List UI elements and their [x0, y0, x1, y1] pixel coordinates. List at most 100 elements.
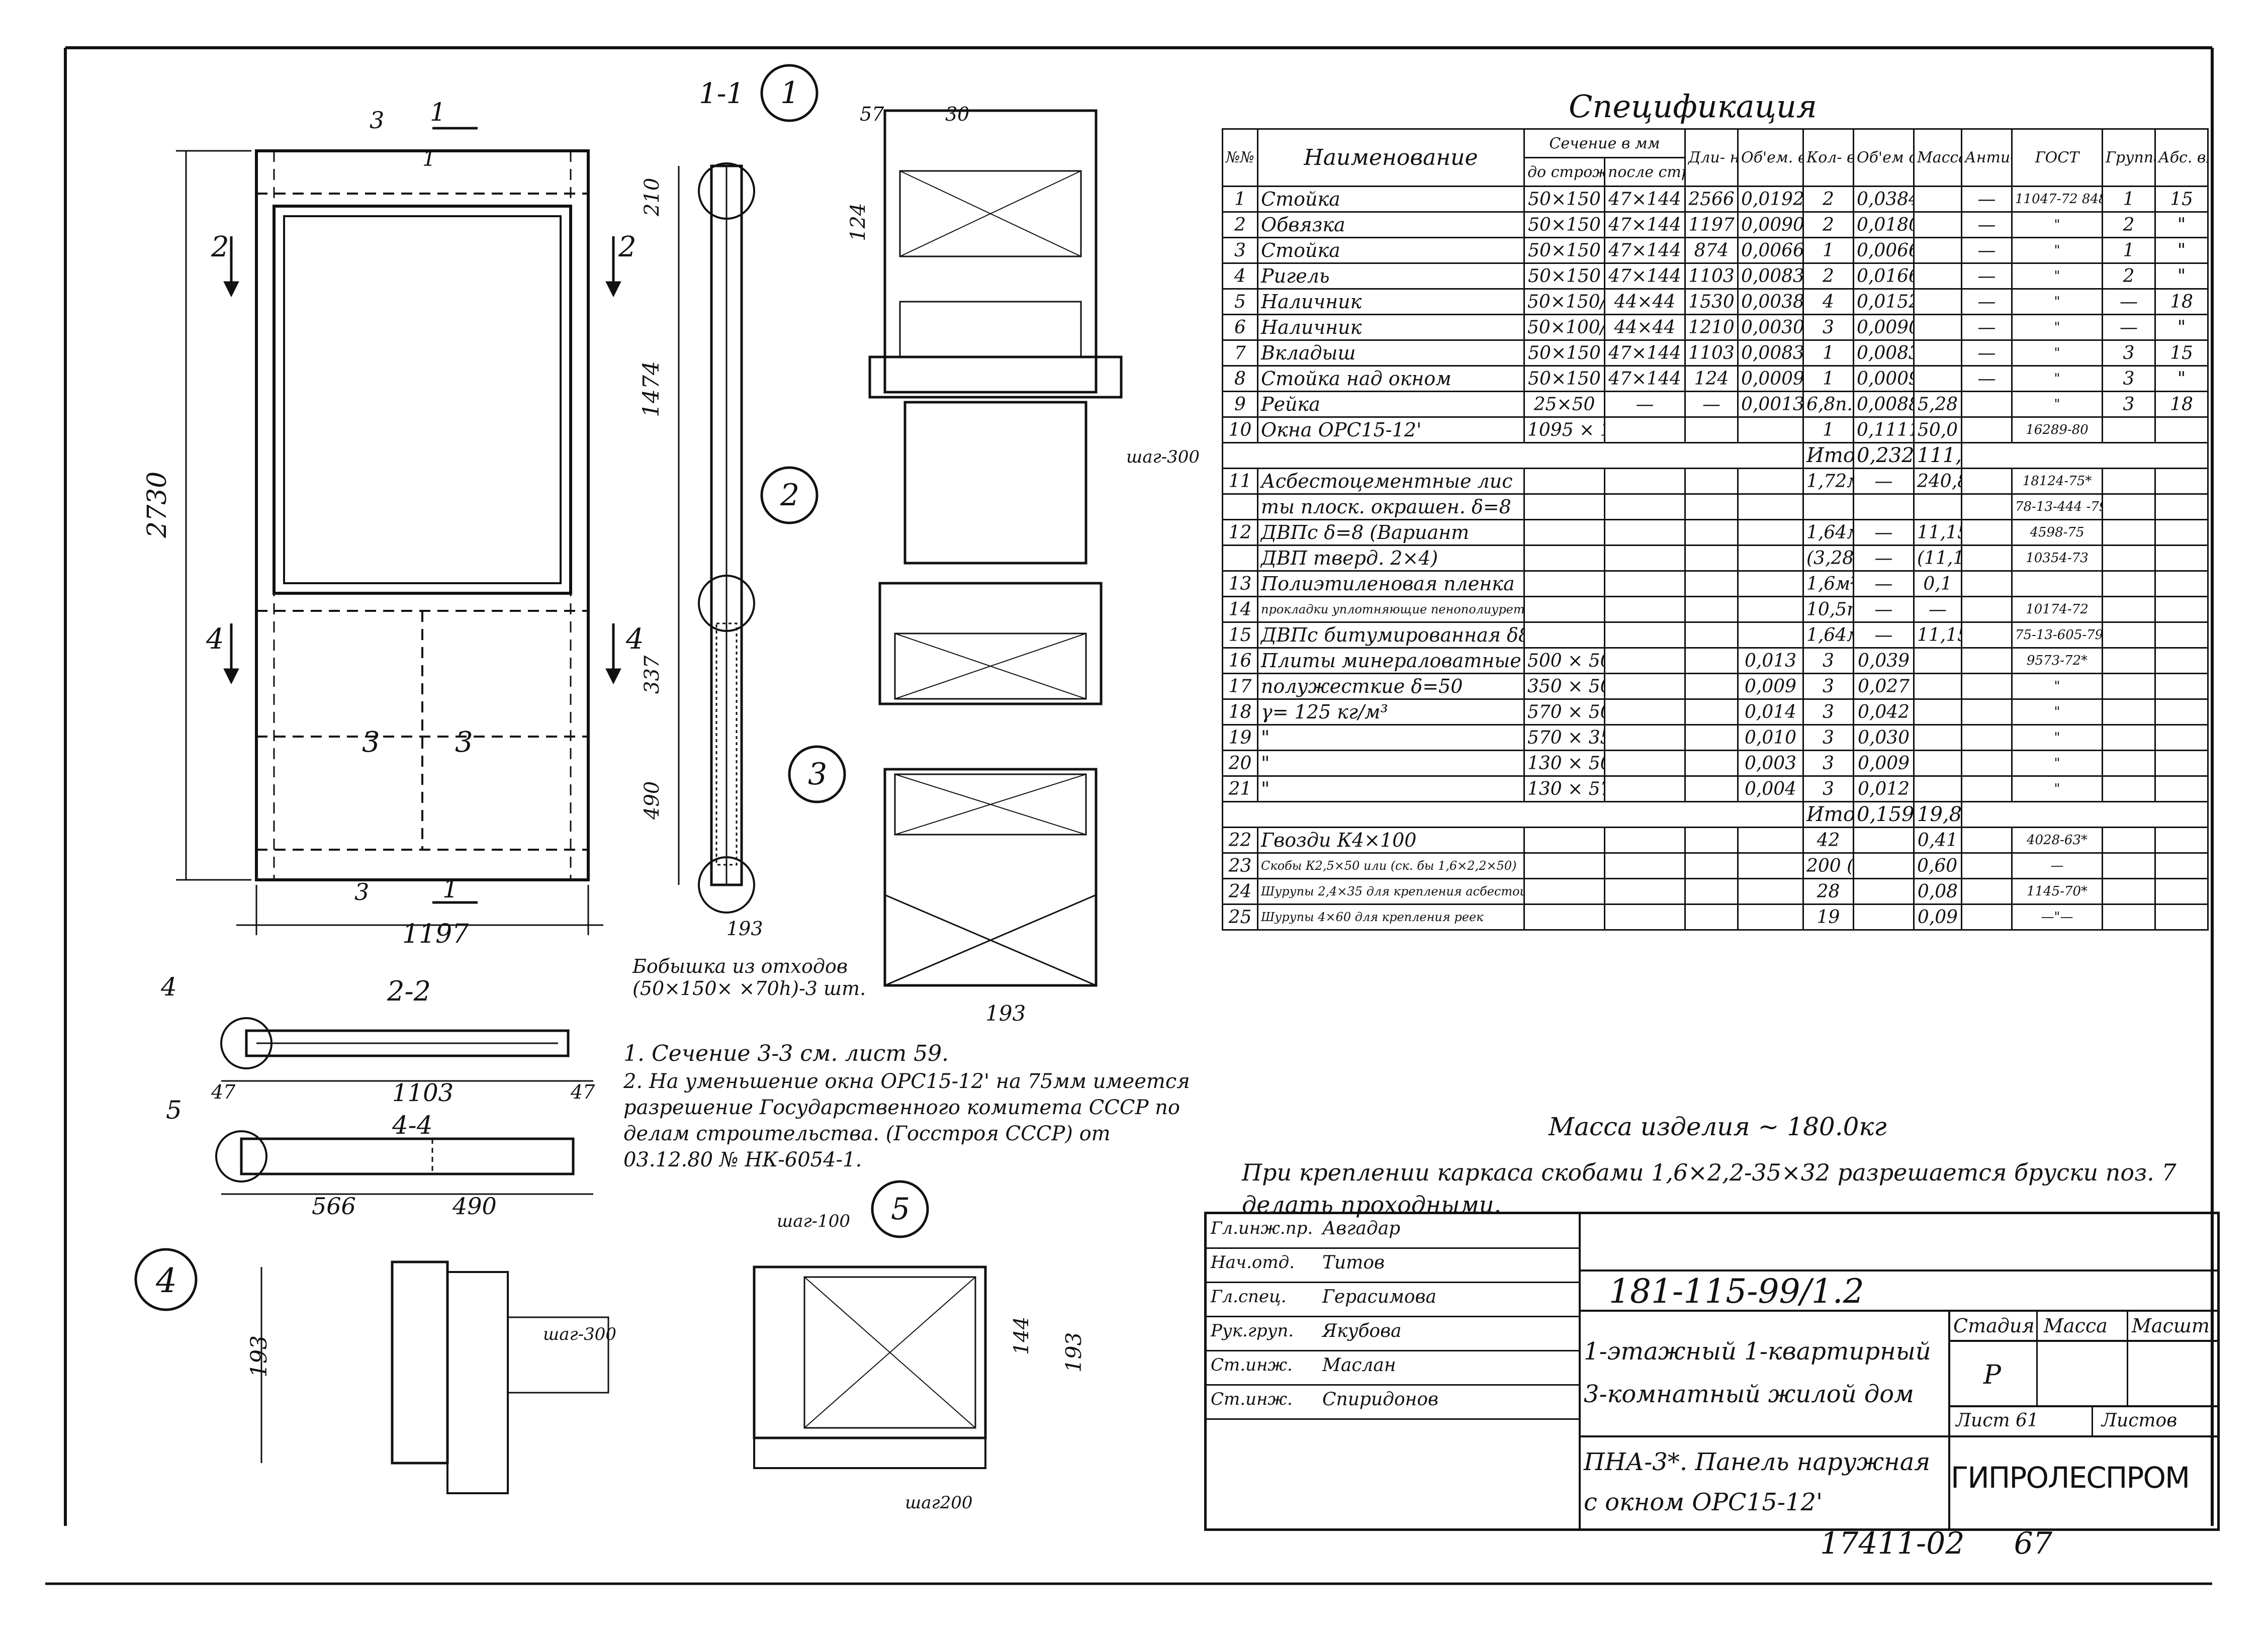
- spec-cell-gr: 1: [2102, 237, 2156, 264]
- node-1-detail: [868, 109, 1123, 399]
- spec-cell-vt: —: [1853, 519, 1915, 546]
- spec-cell-a: [1961, 827, 2013, 854]
- spec-cell-q: 1: [1802, 365, 1854, 392]
- col-section: Сечение в мм: [1523, 128, 1686, 158]
- spec-cell-gr: [2102, 493, 2156, 520]
- spec-cell-m: [1913, 775, 1962, 802]
- col-length: Дли- на в мм.: [1684, 128, 1739, 187]
- spec-cell-q: 1: [1802, 339, 1854, 367]
- spec-cell-name: ДВПс δ=8 (Вариант: [1257, 519, 1525, 546]
- spec-cell-h: ": [2154, 314, 2209, 341]
- spec-cell-name: Шурупы 4×60 для крепления реек: [1257, 903, 1525, 931]
- spec-cell-name: ДВП тверд. 2×4): [1257, 545, 1525, 572]
- spec-cell-vt: 0,0166: [1853, 262, 1915, 290]
- node-4-detail: [260, 1260, 609, 1494]
- spec-cell-n: 20: [1222, 750, 1258, 777]
- note-1: 1. Сечение 3-3 см. лист 59.: [623, 1041, 949, 1066]
- spec-cell-g: ": [2011, 288, 2103, 315]
- spec-cell-gr: [2102, 621, 2156, 649]
- spec-cell-gr: —: [2102, 314, 2156, 341]
- spec-cell-q: 3: [1802, 698, 1854, 725]
- spec-cell-after: [1604, 416, 1686, 443]
- spec-cell-after: [1604, 468, 1686, 495]
- spec-cell-before: [1523, 852, 1605, 879]
- spec-cell-n: 19: [1222, 724, 1258, 751]
- spec-cell-a: [1961, 724, 2013, 751]
- spec-cell-gr: [2102, 852, 2156, 879]
- spec-cell-after: [1604, 519, 1686, 546]
- spec-cell-before: 350 × 500: [1523, 673, 1605, 700]
- spec-cell-len: [1684, 775, 1739, 802]
- spec-cell-h: [2154, 416, 2209, 443]
- spec-cell-after: 47×144: [1604, 237, 1686, 264]
- svg-text:1: 1: [442, 874, 459, 903]
- spec-cell-a: —: [1961, 186, 2013, 213]
- spec-cell-vu: [1737, 416, 1804, 443]
- spec-cell-vu: 0,0009: [1737, 365, 1804, 392]
- col-vol-unit: Об'ем. един м3: [1737, 128, 1804, 187]
- spec-cell-g: ": [2011, 262, 2103, 290]
- spec-cell-a: [1961, 750, 2013, 777]
- spec-cell-h: 18: [2154, 288, 2209, 315]
- spec-cell-vu: 0,0090: [1737, 211, 1804, 238]
- spec-cell-q: 1,64м²: [1802, 519, 1854, 546]
- spec-cell-q: 42: [1802, 827, 1854, 854]
- spec-cell-before: [1523, 519, 1605, 546]
- spec-cell-q: 19: [1802, 903, 1854, 931]
- spec-cell-vt: —: [1853, 596, 1915, 623]
- spec-cell-a: —: [1961, 288, 2013, 315]
- spec-cell-h: ": [2154, 237, 2209, 264]
- spec-cell-n: 1: [1222, 186, 1258, 213]
- spec-cell-before: 50×100/2: [1523, 314, 1605, 341]
- spec-cell-gr: —: [2102, 288, 2156, 315]
- spec-cell-g: 1145-70*: [2011, 878, 2103, 905]
- spec-cell-n: [1222, 493, 1258, 520]
- spec-cell-after: [1604, 493, 1686, 520]
- svg-text:337: 337: [641, 655, 664, 694]
- spec-cell-len: [1684, 852, 1739, 879]
- spec-cell-vu: [1737, 827, 1804, 854]
- spec-cell-name: ": [1257, 750, 1525, 777]
- section-4-4: [215, 1130, 593, 1195]
- svg-text:1: 1: [430, 98, 446, 127]
- spec-cell-n: 13: [1222, 570, 1258, 597]
- spec-cell-vt: 0,012: [1853, 775, 1915, 802]
- svg-text:4: 4: [206, 623, 224, 656]
- spec-cell-len: [1684, 750, 1739, 777]
- spec-cell-vu: 0,009: [1737, 673, 1804, 700]
- svg-text:193: 193: [985, 1001, 1026, 1026]
- node-1-label: 1: [780, 75, 799, 111]
- spec-cell-vu: [1737, 468, 1804, 495]
- spec-cell-after: 44×44: [1604, 288, 1686, 315]
- svg-text:193: 193: [1061, 1332, 1086, 1373]
- spec-cell-m: [1913, 724, 1962, 751]
- spec-cell-name: полужесткие δ=50: [1257, 673, 1525, 700]
- spec-cell-before: 50×150: [1523, 262, 1605, 290]
- spec-cell-vt: [1853, 827, 1915, 854]
- spec-cell-vu: 0,0013: [1737, 391, 1804, 418]
- spec-cell-m: 0,09: [1913, 903, 1962, 931]
- spec-cell-before: 570 × 500: [1523, 698, 1605, 725]
- spec-cell-after: [1604, 827, 1686, 854]
- col-antiseptic: Анти- септ. Анти- пер.: [1961, 128, 2013, 187]
- spec-cell-a: —: [1961, 237, 2013, 264]
- spec-cell-a: [1961, 621, 2013, 649]
- spec-cell-q: 3: [1802, 647, 1854, 674]
- spec-cell-vu: 0,003: [1737, 750, 1804, 777]
- spec-cell-g: ": [2011, 314, 2103, 341]
- svg-text:1474: 1474: [639, 361, 664, 417]
- spec-cell-g: ": [2011, 211, 2103, 238]
- spec-cell-vt: 0,0009: [1853, 365, 1915, 392]
- svg-text:210: 210: [641, 178, 664, 217]
- node-2-label: 2: [780, 478, 799, 513]
- spec-cell-name: Ригель: [1257, 262, 1525, 290]
- spec-cell-q: 6,8п.м: [1802, 391, 1854, 418]
- scale-label: Масшт.: [2132, 1315, 2216, 1337]
- spec-cell-a: [1961, 903, 2013, 931]
- spec-cell-m: [1913, 673, 1962, 700]
